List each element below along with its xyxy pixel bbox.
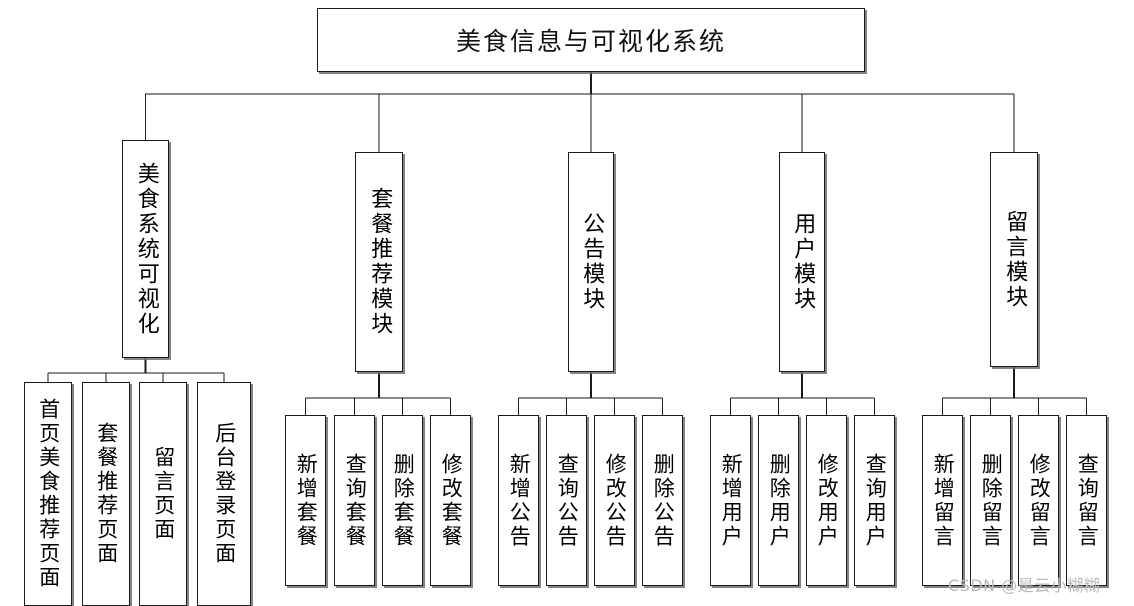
node-leaf-2-4[interactable]: 修改套餐 <box>430 415 471 586</box>
node-leaf-3-3[interactable]: 修改公告 <box>594 415 635 586</box>
node-leaf-1-4-label: 后台登录页面 <box>212 422 237 566</box>
node-module-4[interactable]: 用户模块 <box>779 152 825 372</box>
node-leaf-3-3-label: 修改公告 <box>603 452 628 549</box>
node-leaf-2-1[interactable]: 新增套餐 <box>285 415 326 586</box>
node-leaf-5-3[interactable]: 修改留言 <box>1018 415 1059 586</box>
node-leaf-5-4[interactable]: 查询留言 <box>1066 415 1107 586</box>
node-leaf-5-3-label: 修改留言 <box>1027 452 1052 549</box>
node-leaf-4-1-label: 新增用户 <box>719 452 744 549</box>
node-leaf-1-1-label: 首页美食推荐页面 <box>36 398 61 590</box>
node-leaf-1-3-label: 留言页面 <box>151 446 176 542</box>
node-module-3[interactable]: 公告模块 <box>568 152 614 372</box>
node-module-3-label: 公告模块 <box>579 212 605 312</box>
node-leaf-4-3[interactable]: 修改用户 <box>806 415 847 586</box>
node-leaf-2-3-label: 删除套餐 <box>391 452 416 549</box>
node-leaf-5-2-label: 删除留言 <box>979 452 1004 549</box>
node-leaf-3-4-label: 删除公告 <box>651 452 676 549</box>
node-module-1[interactable]: 美食系统可视化 <box>122 140 169 358</box>
node-module-2-label: 套餐推荐模块 <box>367 187 393 337</box>
node-leaf-5-1-label: 新增留言 <box>931 452 956 549</box>
node-module-1-label: 美食系统可视化 <box>133 161 159 337</box>
node-leaf-2-1-label: 新增套餐 <box>294 452 319 549</box>
node-leaf-1-4[interactable]: 后台登录页面 <box>197 382 251 606</box>
node-leaf-3-2-label: 查询公告 <box>555 452 580 549</box>
node-leaf-2-2[interactable]: 查询套餐 <box>334 415 375 586</box>
node-leaf-1-3[interactable]: 留言页面 <box>139 382 187 606</box>
node-leaf-4-2[interactable]: 删除用户 <box>758 415 799 586</box>
node-module-4-label: 用户模块 <box>790 212 816 312</box>
node-leaf-3-1-label: 新增公告 <box>507 452 532 549</box>
node-root[interactable]: 美食信息与可视化系统 <box>317 8 865 72</box>
node-module-5[interactable]: 留言模块 <box>990 152 1038 367</box>
node-leaf-5-2[interactable]: 删除留言 <box>970 415 1011 586</box>
watermark: CSDN @是云小糊糊 <box>948 576 1101 595</box>
node-leaf-2-2-label: 查询套餐 <box>343 452 368 549</box>
node-leaf-3-2[interactable]: 查询公告 <box>546 415 587 586</box>
node-leaf-4-2-label: 删除用户 <box>767 452 792 549</box>
node-module-5-label: 留言模块 <box>1002 209 1028 310</box>
node-leaf-1-2-label: 套餐推荐页面 <box>94 422 119 566</box>
node-leaf-1-2[interactable]: 套餐推荐页面 <box>82 382 130 606</box>
node-leaf-2-4-label: 修改套餐 <box>439 452 464 549</box>
node-leaf-3-1[interactable]: 新增公告 <box>498 415 539 586</box>
node-leaf-4-1[interactable]: 新增用户 <box>710 415 751 586</box>
node-leaf-4-4[interactable]: 查询用户 <box>854 415 895 586</box>
node-root-label: 美食信息与可视化系统 <box>455 27 726 56</box>
node-module-2[interactable]: 套餐推荐模块 <box>355 152 403 372</box>
node-leaf-2-3[interactable]: 删除套餐 <box>382 415 423 586</box>
node-leaf-4-3-label: 修改用户 <box>815 452 840 549</box>
node-leaf-5-4-label: 查询留言 <box>1075 452 1100 549</box>
node-leaf-5-1[interactable]: 新增留言 <box>922 415 963 586</box>
node-leaf-1-1[interactable]: 首页美食推荐页面 <box>24 382 72 606</box>
node-leaf-4-4-label: 查询用户 <box>863 452 888 549</box>
node-leaf-3-4[interactable]: 删除公告 <box>642 415 683 586</box>
